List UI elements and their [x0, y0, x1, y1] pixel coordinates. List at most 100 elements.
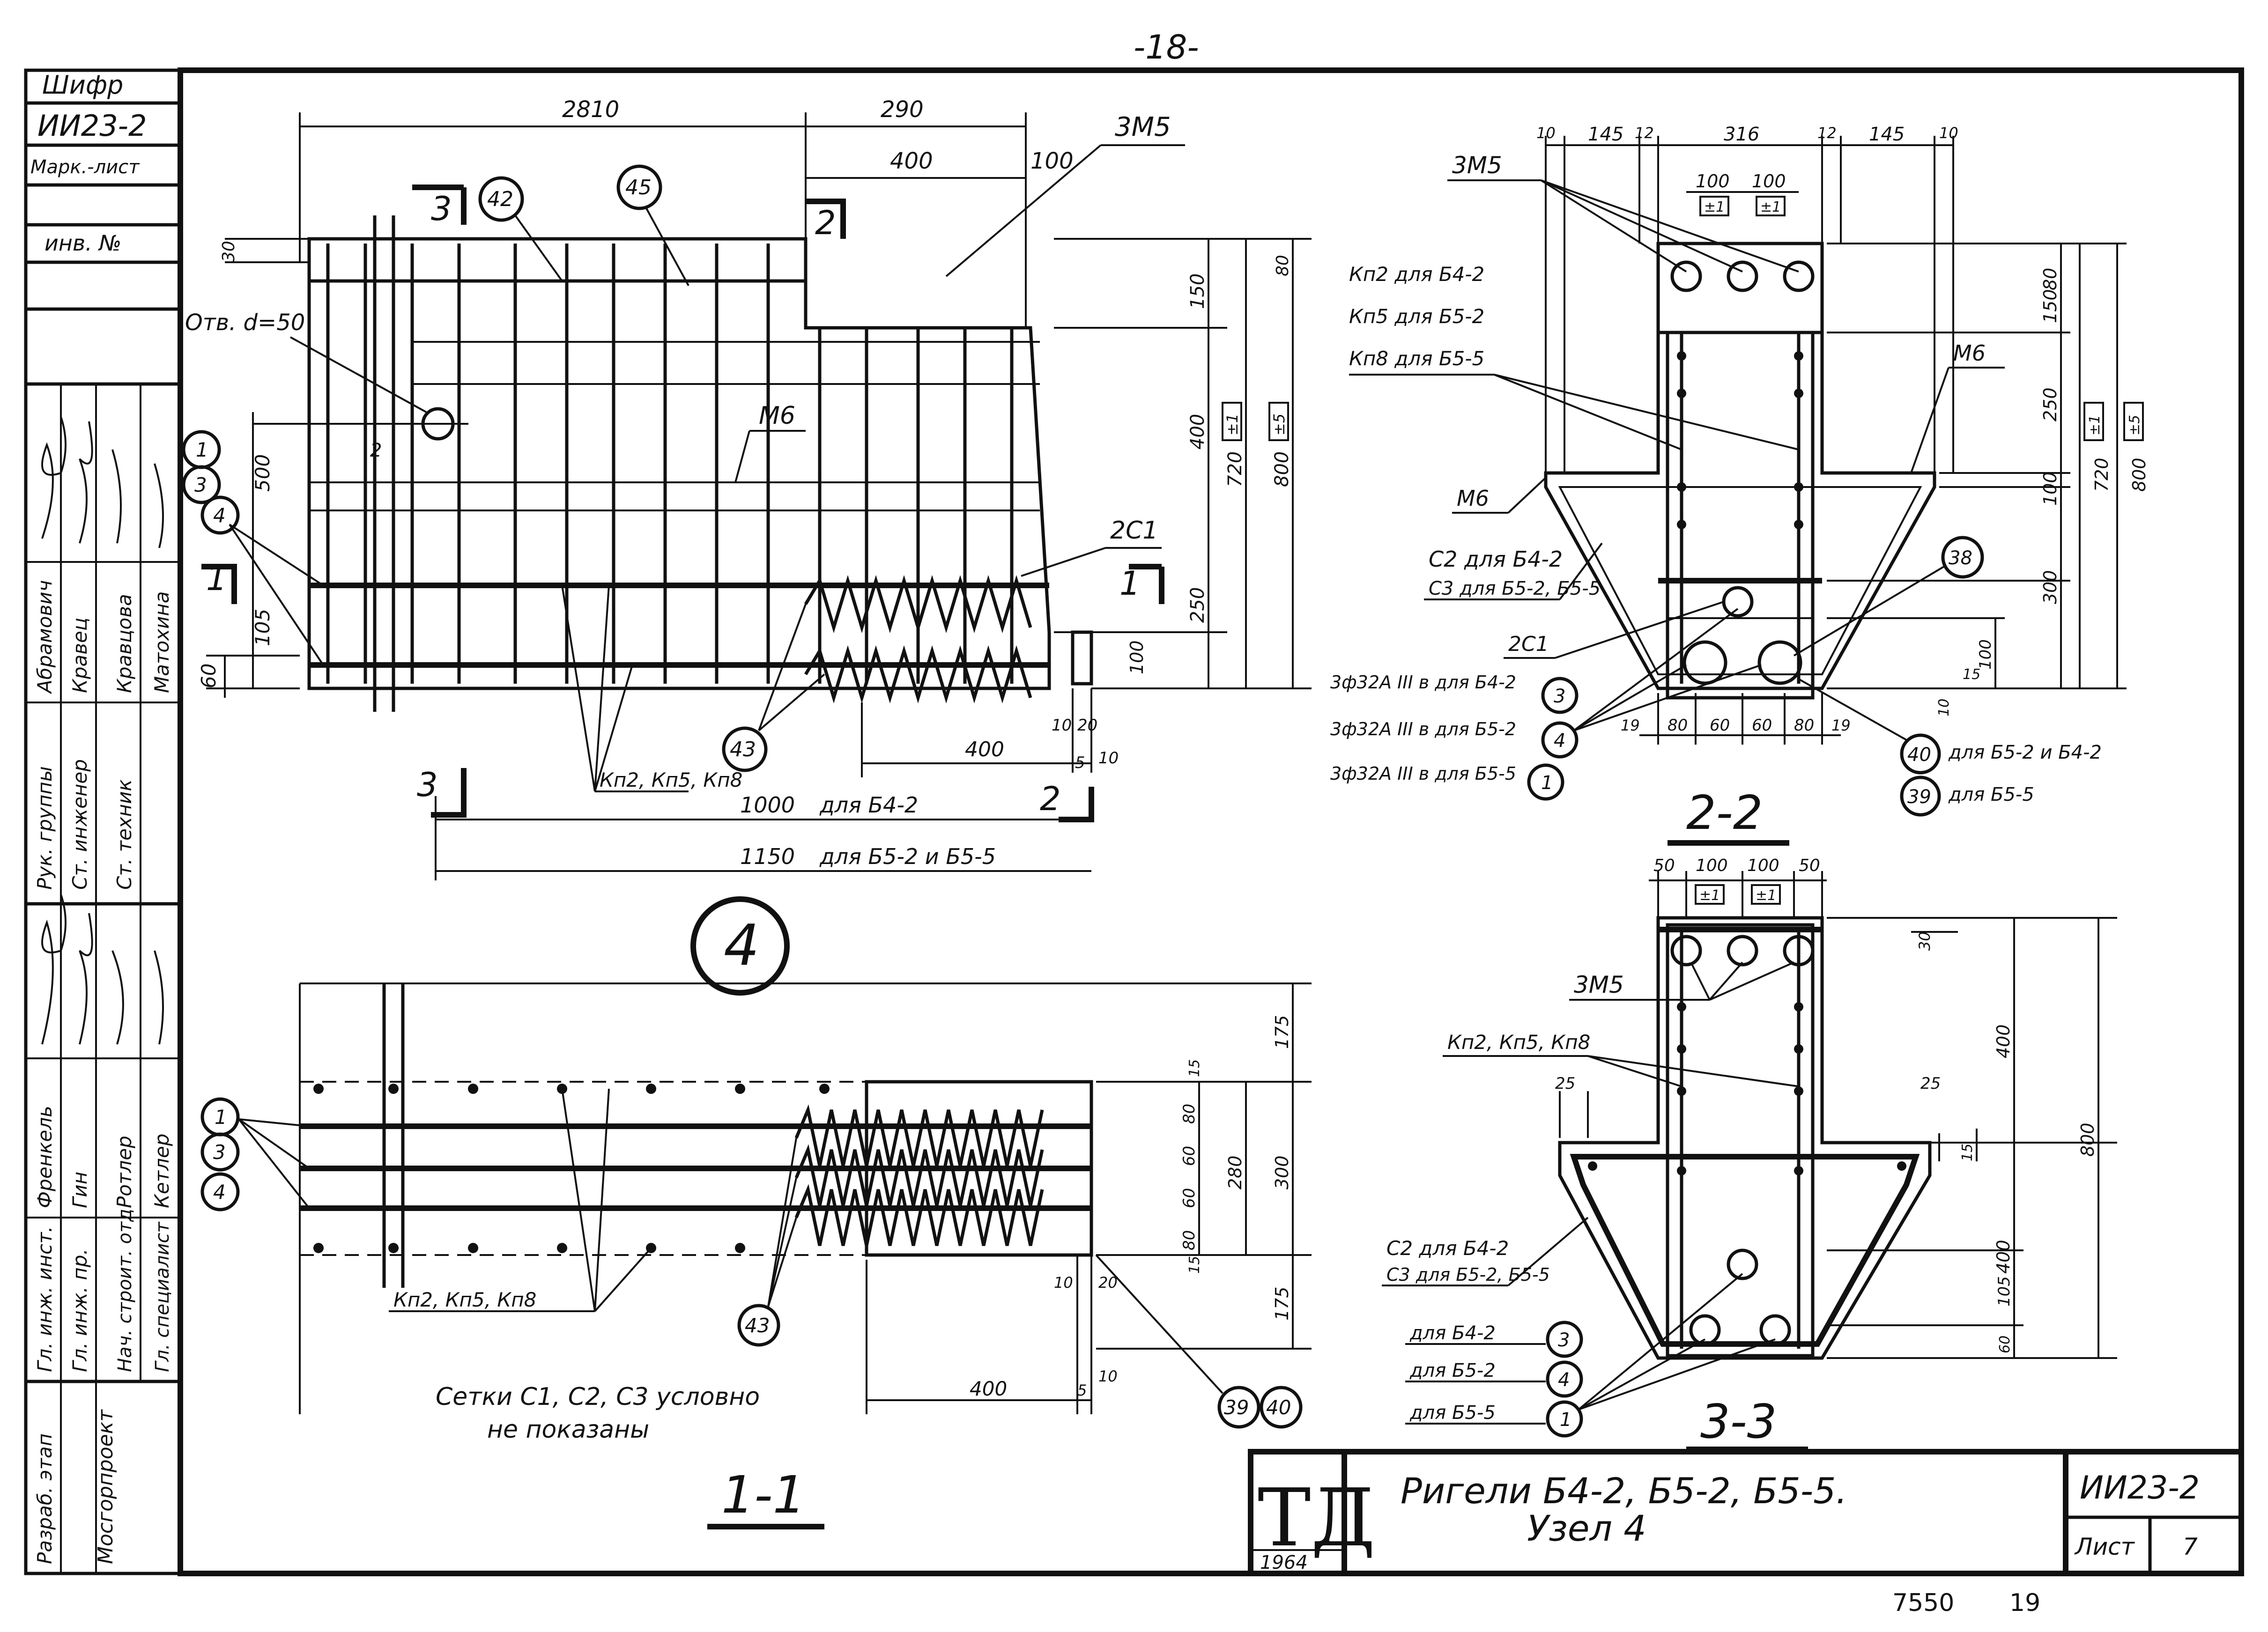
svg-text:80: 80: [1794, 716, 1814, 735]
svg-text:60: 60: [1752, 716, 1772, 735]
stamp-name-8: Кетлер: [150, 1134, 173, 1208]
label-2c1-elev: 2С1: [1110, 517, 1158, 545]
svg-text:Кп8 для Б5-5: Кп8 для Б5-5: [1349, 347, 1484, 370]
elevation-view: 2810 290 400 100 3М5 30: [182, 96, 1312, 996]
svg-text:720: 720: [2091, 458, 2112, 492]
svg-text:25: 25: [1555, 1074, 1575, 1093]
svg-text:250: 250: [2040, 387, 2060, 421]
title-sheet-label: Лист: [2074, 1533, 2135, 1560]
svg-text:19: 19: [1621, 716, 1640, 734]
stamp-org: Мосгорпроект: [94, 1409, 118, 1564]
svg-text:±1: ±1: [1756, 887, 1776, 904]
svg-text:400: 400: [1993, 1024, 2014, 1058]
svg-text:3ф32А III в для Б4-2: 3ф32А III в для Б4-2: [1330, 672, 1516, 693]
callout-4-sec33: 4: [1558, 1369, 1570, 1391]
callout-40-sec22: 40: [1907, 744, 1931, 766]
note-line-2: не показаны: [487, 1416, 649, 1444]
stamp-role-1: Рук. группы: [33, 766, 56, 890]
section-mark-3-bottom: 3: [417, 766, 438, 804]
svg-text:М6: М6: [1457, 486, 1489, 511]
section-mark-3-top: 3: [431, 190, 452, 228]
svg-text:50: 50: [1653, 856, 1675, 875]
svg-text:12: 12: [1817, 124, 1837, 142]
callout-4-elev: 4: [213, 504, 226, 527]
svg-text:для Б5-5: для Б5-5: [1948, 784, 2034, 805]
svg-text:800: 800: [2077, 1122, 2098, 1157]
svg-text:80: 80: [1180, 1230, 1199, 1250]
svg-text:100: 100: [1747, 856, 1779, 875]
section-3-3: 50 100 100 50 ±1 ±1: [1382, 856, 2117, 1452]
svg-text:800: 800: [2129, 458, 2149, 492]
svg-text:60: 60: [197, 664, 220, 688]
label-hole: Отв. d=50: [185, 310, 305, 336]
node-4-circle: [690, 896, 790, 996]
svg-text:для Б5-2 и Б4-2: для Б5-2 и Б4-2: [1948, 742, 2102, 763]
svg-text:±1: ±1: [1760, 199, 1781, 215]
stamp-role-2: Ст. инженер: [68, 759, 91, 890]
svg-text:1000: 1000: [740, 792, 795, 818]
spiral-lower: [804, 645, 1032, 704]
svg-text:10: 10: [1052, 716, 1072, 735]
svg-text:Кп5 для Б5-2: Кп5 для Б5-2: [1349, 305, 1484, 328]
svg-text:±1: ±1: [1699, 887, 1720, 904]
callout-3-elev: 3: [194, 473, 207, 496]
label-3m5-sec33: 3М5: [1574, 971, 1624, 998]
svg-text:100: 100: [1696, 856, 1728, 875]
svg-text:10: 10: [1936, 699, 1952, 716]
svg-text:250: 250: [1187, 587, 1208, 623]
title-sheet-value: 7: [2183, 1533, 2198, 1560]
footer-page: 19: [2009, 1589, 2040, 1617]
callout-39-sec22: 39: [1907, 786, 1931, 808]
svg-text:80: 80: [1668, 716, 1688, 735]
svg-text:С2 для Б4-2: С2 для Б4-2: [1386, 1237, 1509, 1260]
callout-43-sec11: 43: [745, 1314, 770, 1337]
svg-text:60: 60: [1710, 716, 1730, 735]
svg-text:300: 300: [2040, 570, 2060, 604]
svg-text:19: 19: [1831, 716, 1851, 734]
svg-text:400: 400: [970, 1377, 1007, 1400]
svg-text:500: 500: [251, 454, 274, 492]
svg-text:175: 175: [1272, 1286, 1292, 1321]
svg-text:М6: М6: [1953, 340, 1986, 366]
svg-text:105: 105: [1995, 1276, 2014, 1307]
svg-text:12: 12: [1635, 124, 1654, 142]
stamp-name-2: Кравец: [68, 618, 91, 693]
title-line-1: Ригели Б4-2, Б5-2, Б5-5.: [1401, 1470, 1847, 1512]
svg-text:10: 10: [1098, 749, 1119, 768]
svg-text:15: 15: [1959, 1144, 1976, 1161]
callout-4-sec22: 4: [1554, 730, 1565, 752]
stamp-name-5: Френкель: [33, 1106, 56, 1208]
svg-text:145: 145: [1588, 124, 1623, 145]
svg-text:±1: ±1: [1704, 199, 1725, 215]
svg-text:145: 145: [1869, 124, 1905, 145]
svg-text:±5: ±5: [2127, 415, 2143, 436]
section-mark-2-top: 2: [815, 204, 836, 242]
svg-text:20: 20: [1077, 716, 1097, 735]
stamp-name-4: Матохина: [150, 591, 173, 694]
svg-text:100: 100: [2040, 472, 2060, 506]
section-mark-1-right: 1: [1119, 564, 1141, 603]
svg-text:800: 800: [1271, 451, 1293, 487]
stamp-role-7: Гл. специалист: [152, 1221, 173, 1372]
title-line-2: Узел 4: [1527, 1507, 1646, 1549]
stamp-role-6: Нач. строит. отд.: [114, 1203, 136, 1372]
spiral-1-1-a: [794, 1104, 1044, 1167]
title-block: ТД 1964 Ригели Б4-2, Б5-2, Б5-5. Узел 4 …: [1248, 1449, 2244, 1576]
svg-text:30: 30: [219, 241, 238, 262]
svg-text:для Б5-2 и Б5-5: для Б5-2 и Б5-5: [819, 844, 996, 869]
callout-1-elev: 1: [196, 438, 208, 461]
stamp-cipher-label: Шифр: [42, 70, 123, 100]
stamp-role-5: Гл. инж. пр.: [68, 1248, 91, 1372]
svg-text:2: 2: [370, 440, 382, 461]
svg-text:400: 400: [965, 738, 1004, 761]
svg-text:10: 10: [1536, 124, 1556, 142]
note-line-1: Сетки С1, С2, С3 условно: [436, 1383, 760, 1411]
svg-text:С3 для Б5-2, Б5-5: С3 для Б5-2, Б5-5: [1386, 1264, 1550, 1285]
footer-number: 7550: [1892, 1589, 1954, 1617]
svg-text:80: 80: [1180, 1104, 1199, 1124]
svg-text:290: 290: [881, 96, 924, 123]
svg-text:100: 100: [1030, 148, 1074, 174]
node-4-label: 4: [724, 913, 759, 978]
svg-text:80: 80: [2040, 268, 2060, 290]
label-m6-elev: М6: [759, 402, 795, 430]
